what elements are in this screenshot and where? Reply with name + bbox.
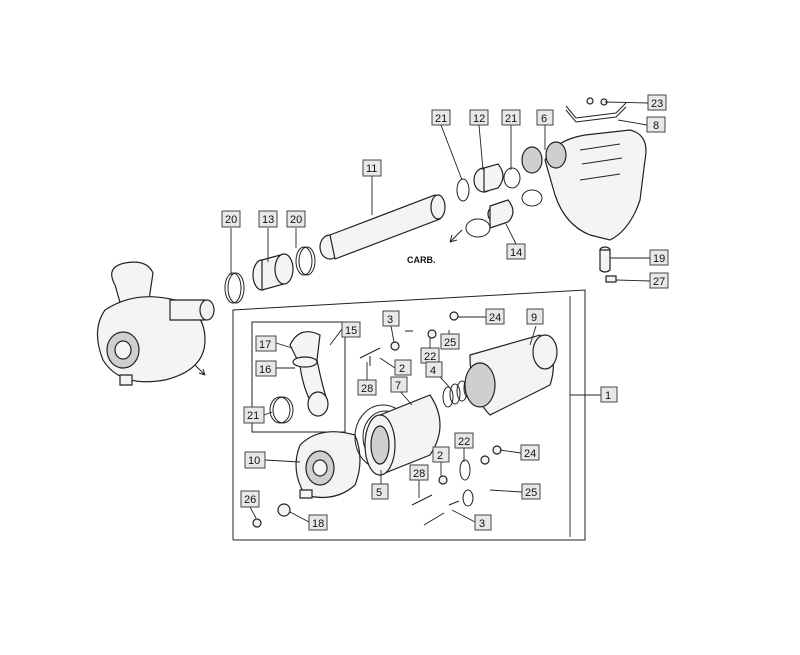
callout-20-b: 20	[286, 210, 306, 228]
svg-text:28: 28	[413, 468, 425, 480]
svg-text:12: 12	[473, 113, 485, 125]
callout-4: 4	[425, 361, 443, 378]
silencer-body-6	[521, 129, 647, 241]
bracket-8	[565, 102, 627, 123]
svg-text:CARB.: CARB.	[407, 255, 436, 265]
svg-text:18: 18	[312, 518, 324, 530]
svg-text:25: 25	[525, 487, 537, 499]
callout-24-b: 24	[520, 444, 540, 461]
svg-text:21: 21	[505, 113, 517, 125]
svg-text:22: 22	[458, 436, 470, 448]
callout-12: 12	[469, 109, 489, 126]
screw-23	[586, 97, 608, 106]
svg-text:21: 21	[247, 410, 259, 422]
sleeves-12-14	[473, 163, 514, 229]
svg-text:6: 6	[541, 113, 547, 125]
clip-27	[605, 275, 617, 283]
svg-text:15: 15	[345, 325, 357, 337]
svg-text:19: 19	[653, 253, 665, 265]
assembly-frame	[232, 289, 586, 541]
callout-15: 15	[341, 321, 361, 338]
svg-text:28: 28	[361, 383, 373, 395]
subassembly-frame	[251, 321, 346, 433]
callout-1: 1	[600, 386, 618, 403]
callout-16: 16	[255, 360, 277, 377]
svg-text:11: 11	[366, 163, 377, 175]
svg-text:21: 21	[435, 113, 447, 125]
svg-text:26: 26	[244, 494, 256, 506]
callout-10: 10	[244, 451, 266, 469]
callout-28-b: 28	[409, 464, 429, 481]
svg-text:9: 9	[531, 312, 537, 324]
callout-17: 17	[255, 335, 277, 352]
assembled-air-silencer	[96, 261, 215, 386]
silencer-case-9	[464, 334, 558, 416]
carb-arrow: CARB.	[407, 229, 463, 265]
callout-25-b: 25	[521, 483, 541, 500]
svg-text:3: 3	[387, 314, 393, 326]
callout-5: 5	[371, 483, 389, 500]
callout-2-b: 2	[432, 446, 450, 463]
svg-text:8: 8	[653, 120, 659, 132]
callout-7: 7	[390, 376, 408, 393]
callout-3-b: 3	[474, 514, 492, 531]
callout-14: 14	[506, 243, 526, 260]
callout-25-a: 25	[440, 333, 460, 350]
svg-text:5: 5	[376, 487, 382, 499]
callout-9: 9	[526, 308, 544, 325]
clamp-20-right	[295, 246, 316, 276]
callout-22-a: 22	[420, 347, 440, 364]
svg-text:2: 2	[399, 363, 405, 375]
callout-6: 6	[536, 109, 554, 126]
callout-3-a: 3	[382, 310, 400, 327]
callout-18: 18	[308, 514, 328, 531]
callout-27: 27	[649, 272, 669, 289]
svg-text:7: 7	[395, 380, 401, 392]
svg-text:20: 20	[290, 214, 302, 226]
elbow-hose-17	[289, 331, 329, 417]
nuts-and-pins	[252, 311, 502, 528]
svg-text:24: 24	[489, 312, 501, 324]
sleeve-13	[252, 253, 294, 291]
svg-text:17: 17	[259, 339, 271, 351]
callout-21-a: 21	[431, 109, 451, 126]
callout-26: 26	[240, 490, 260, 508]
svg-text:24: 24	[524, 448, 536, 460]
tube-11	[319, 194, 446, 260]
svg-text:4: 4	[430, 365, 436, 377]
filter-7	[364, 394, 441, 476]
hose-19	[599, 246, 611, 273]
svg-text:20: 20	[225, 214, 237, 226]
callout-21-b: 21	[501, 109, 521, 126]
callout-22-b: 22	[454, 432, 474, 449]
callout-19: 19	[649, 249, 669, 266]
housing-10	[295, 431, 361, 499]
svg-text:2: 2	[437, 450, 443, 462]
clamp-21-inset	[269, 396, 294, 424]
callout-23: 23	[647, 94, 667, 111]
svg-text:13: 13	[262, 214, 274, 226]
callout-24-a: 24	[485, 308, 505, 325]
leader-lines	[230, 101, 651, 537]
callout-13: 13	[258, 210, 278, 228]
svg-text:23: 23	[651, 98, 663, 110]
callout-8: 8	[646, 116, 666, 133]
callout-21-c: 21	[243, 406, 265, 424]
svg-text:10: 10	[248, 455, 260, 467]
callout-20-a: 20	[221, 210, 241, 228]
svg-text:3: 3	[479, 518, 485, 530]
svg-text:22: 22	[424, 351, 436, 363]
callout-28-a: 28	[357, 379, 377, 396]
svg-text:16: 16	[259, 364, 271, 376]
svg-text:27: 27	[653, 276, 665, 288]
svg-text:14: 14	[510, 247, 522, 259]
callout-11: 11	[362, 159, 382, 177]
callout-2-a: 2	[394, 359, 412, 376]
svg-text:25: 25	[444, 337, 456, 349]
svg-text:1: 1	[605, 390, 611, 402]
clamp-20-left	[224, 272, 245, 304]
